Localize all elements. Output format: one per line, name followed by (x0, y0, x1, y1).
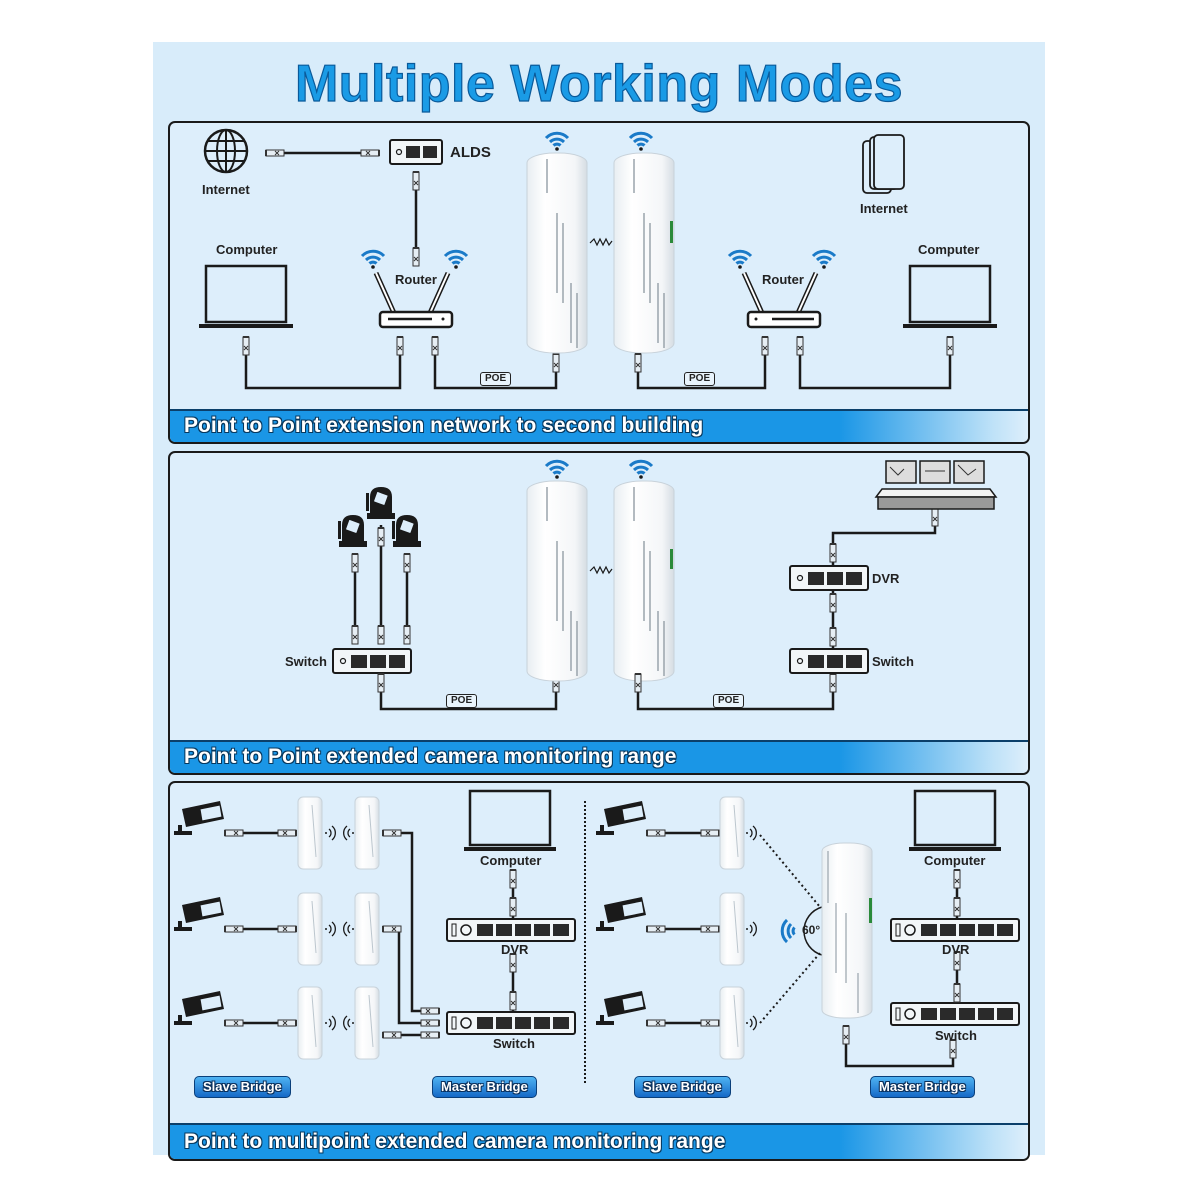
ptp-camera-diagram (332, 459, 998, 711)
computer-label: Computer (216, 242, 278, 257)
poe-label: POE (446, 694, 478, 708)
computer-label: Computer (918, 242, 980, 257)
wifi-icon (780, 918, 796, 944)
ptz-camera-icon (365, 486, 396, 520)
laptop-icon (462, 789, 558, 853)
mode-banner: Point to multipoint extended camera moni… (170, 1123, 1028, 1159)
switch-icon (789, 648, 869, 674)
slave-bridge-icon (297, 986, 323, 1060)
master-bridge-icon (354, 986, 380, 1060)
slave-bridge-badge: Slave Bridge (634, 1076, 731, 1098)
master-bridge-icon (354, 796, 380, 870)
master-bridge-icon (821, 842, 873, 1019)
mode-banner: Point to Point extended camera monitorin… (170, 740, 1028, 773)
dvr-icon (446, 918, 576, 942)
switch-icon (446, 1011, 576, 1035)
phones-icon (862, 134, 905, 194)
angle-label: 60° (802, 923, 821, 937)
panel-ptmp-camera: Computer DVR Switch Slave Bridge Master … (168, 781, 1030, 1161)
switch-icon (890, 1002, 1020, 1026)
ptmp-camera-diagram (173, 789, 1020, 1083)
ptp-building-diagram (197, 128, 999, 390)
master-bridge-badge: Master Bridge (432, 1076, 537, 1098)
wireless-bridge-icon (613, 459, 675, 682)
alds-label: ALDS (450, 144, 491, 161)
master-bridge-badge: Master Bridge (870, 1076, 975, 1098)
router-icon (360, 249, 469, 329)
poe-label: POE (713, 694, 745, 708)
internet-label: Internet (202, 182, 250, 197)
diagram-canvas: Multiple Working Modes (153, 42, 1045, 1161)
switch-label: Switch (285, 654, 327, 669)
laptop-icon (901, 264, 999, 330)
signal-icon (589, 237, 613, 247)
bullet-camera-icon (595, 800, 647, 836)
mode-banner: Point to Point extension network to seco… (170, 409, 1028, 442)
panel-ptp-camera: Switch DVR Switch POE POE Point to Point… (168, 451, 1030, 775)
computer-label: Computer (480, 853, 542, 868)
poe-label: POE (480, 372, 512, 386)
wireless-bridge-icon (613, 131, 675, 354)
slave-bridge-icon (297, 892, 323, 966)
router-label: Router (762, 272, 804, 287)
switch-label: Switch (872, 654, 914, 669)
dvr-label: DVR (501, 942, 529, 957)
signal-icon (589, 565, 613, 575)
banner-text: Point to Point extension network to seco… (184, 414, 704, 437)
switch-label: Switch (935, 1028, 977, 1043)
laptop-icon (197, 264, 295, 330)
modem-icon (389, 139, 443, 165)
coverage-angle-arc (803, 906, 823, 956)
switch-icon (332, 648, 412, 674)
dvr-icon (789, 565, 869, 591)
bullet-camera-icon (595, 990, 647, 1026)
bullet-camera-icon (173, 800, 225, 836)
switch-label: Switch (493, 1036, 535, 1051)
slave-bridge-icon (719, 986, 745, 1060)
bullet-camera-icon (173, 990, 225, 1026)
dvr-icon (890, 918, 1020, 942)
wireless-bridge-icon (526, 131, 588, 354)
wireless-bridge-icon (526, 459, 588, 682)
dvr-label: DVR (942, 942, 970, 957)
panel-ptp-building: Internet ALDS Computer Router Internet R… (168, 121, 1030, 444)
ptz-camera-icon (337, 514, 368, 548)
computer-label: Computer (924, 853, 986, 868)
dvr-label: DVR (872, 571, 900, 586)
banner-text: Point to multipoint extended camera moni… (184, 1130, 726, 1153)
bullet-camera-icon (173, 896, 225, 932)
slave-bridge-icon (297, 796, 323, 870)
slave-bridge-badge: Slave Bridge (194, 1076, 291, 1098)
slave-bridge-icon (719, 892, 745, 966)
laptop-icon (907, 789, 1003, 853)
master-bridge-icon (354, 892, 380, 966)
banner-text: Point to Point extended camera monitorin… (184, 745, 677, 768)
monitoring-console-icon (874, 460, 998, 510)
internet-label: Internet (860, 201, 908, 216)
slave-bridge-icon (719, 796, 745, 870)
poe-label: POE (684, 372, 716, 386)
bullet-camera-icon (595, 896, 647, 932)
router-label: Router (395, 272, 437, 287)
page-title: Multiple Working Modes (294, 54, 904, 113)
router-icon (727, 249, 837, 329)
ptz-camera-icon (391, 514, 422, 548)
globe-icon (203, 128, 249, 174)
